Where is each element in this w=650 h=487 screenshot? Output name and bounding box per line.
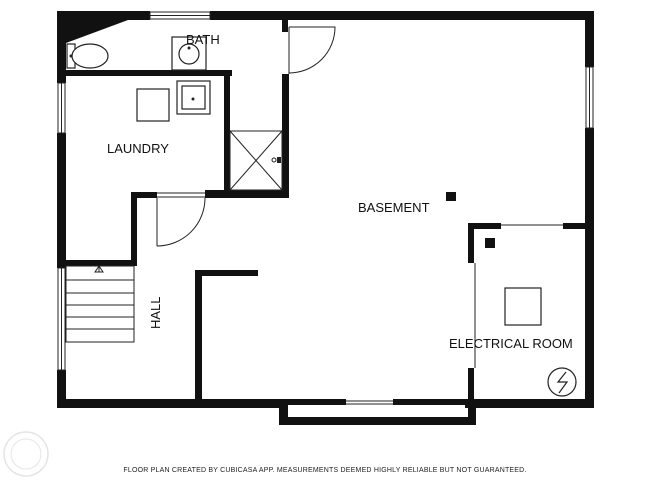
stairs <box>65 265 135 343</box>
laundry-door <box>156 197 206 247</box>
sink-icon <box>171 36 207 71</box>
electrical-panel-icon <box>547 367 577 397</box>
stair-arrow-icon <box>94 265 104 273</box>
room-label-basement: BASEMENT <box>358 200 430 215</box>
windows <box>57 11 594 405</box>
room-label-laundry: LAUNDRY <box>107 141 169 156</box>
column <box>485 238 495 248</box>
bath-door <box>288 26 336 74</box>
column <box>446 192 456 201</box>
interior-walls <box>66 20 585 402</box>
outer-walls <box>57 11 594 425</box>
toilet-icon <box>66 43 109 69</box>
room-label-electrical-room: ELECTRICAL ROOM <box>449 336 573 351</box>
room-label-bath: BATH <box>186 32 220 47</box>
room-label-hall: HALL <box>148 296 163 329</box>
open-partitions <box>157 192 563 368</box>
shower-drain-icon <box>229 130 283 191</box>
furnace <box>504 287 542 326</box>
watermark-logo-icon <box>3 431 49 477</box>
laundry-sink-icon <box>176 80 211 115</box>
disclaimer-text: FLOOR PLAN CREATED BY CUBICASA APP. MEAS… <box>123 467 526 474</box>
washer-icon <box>136 88 170 122</box>
